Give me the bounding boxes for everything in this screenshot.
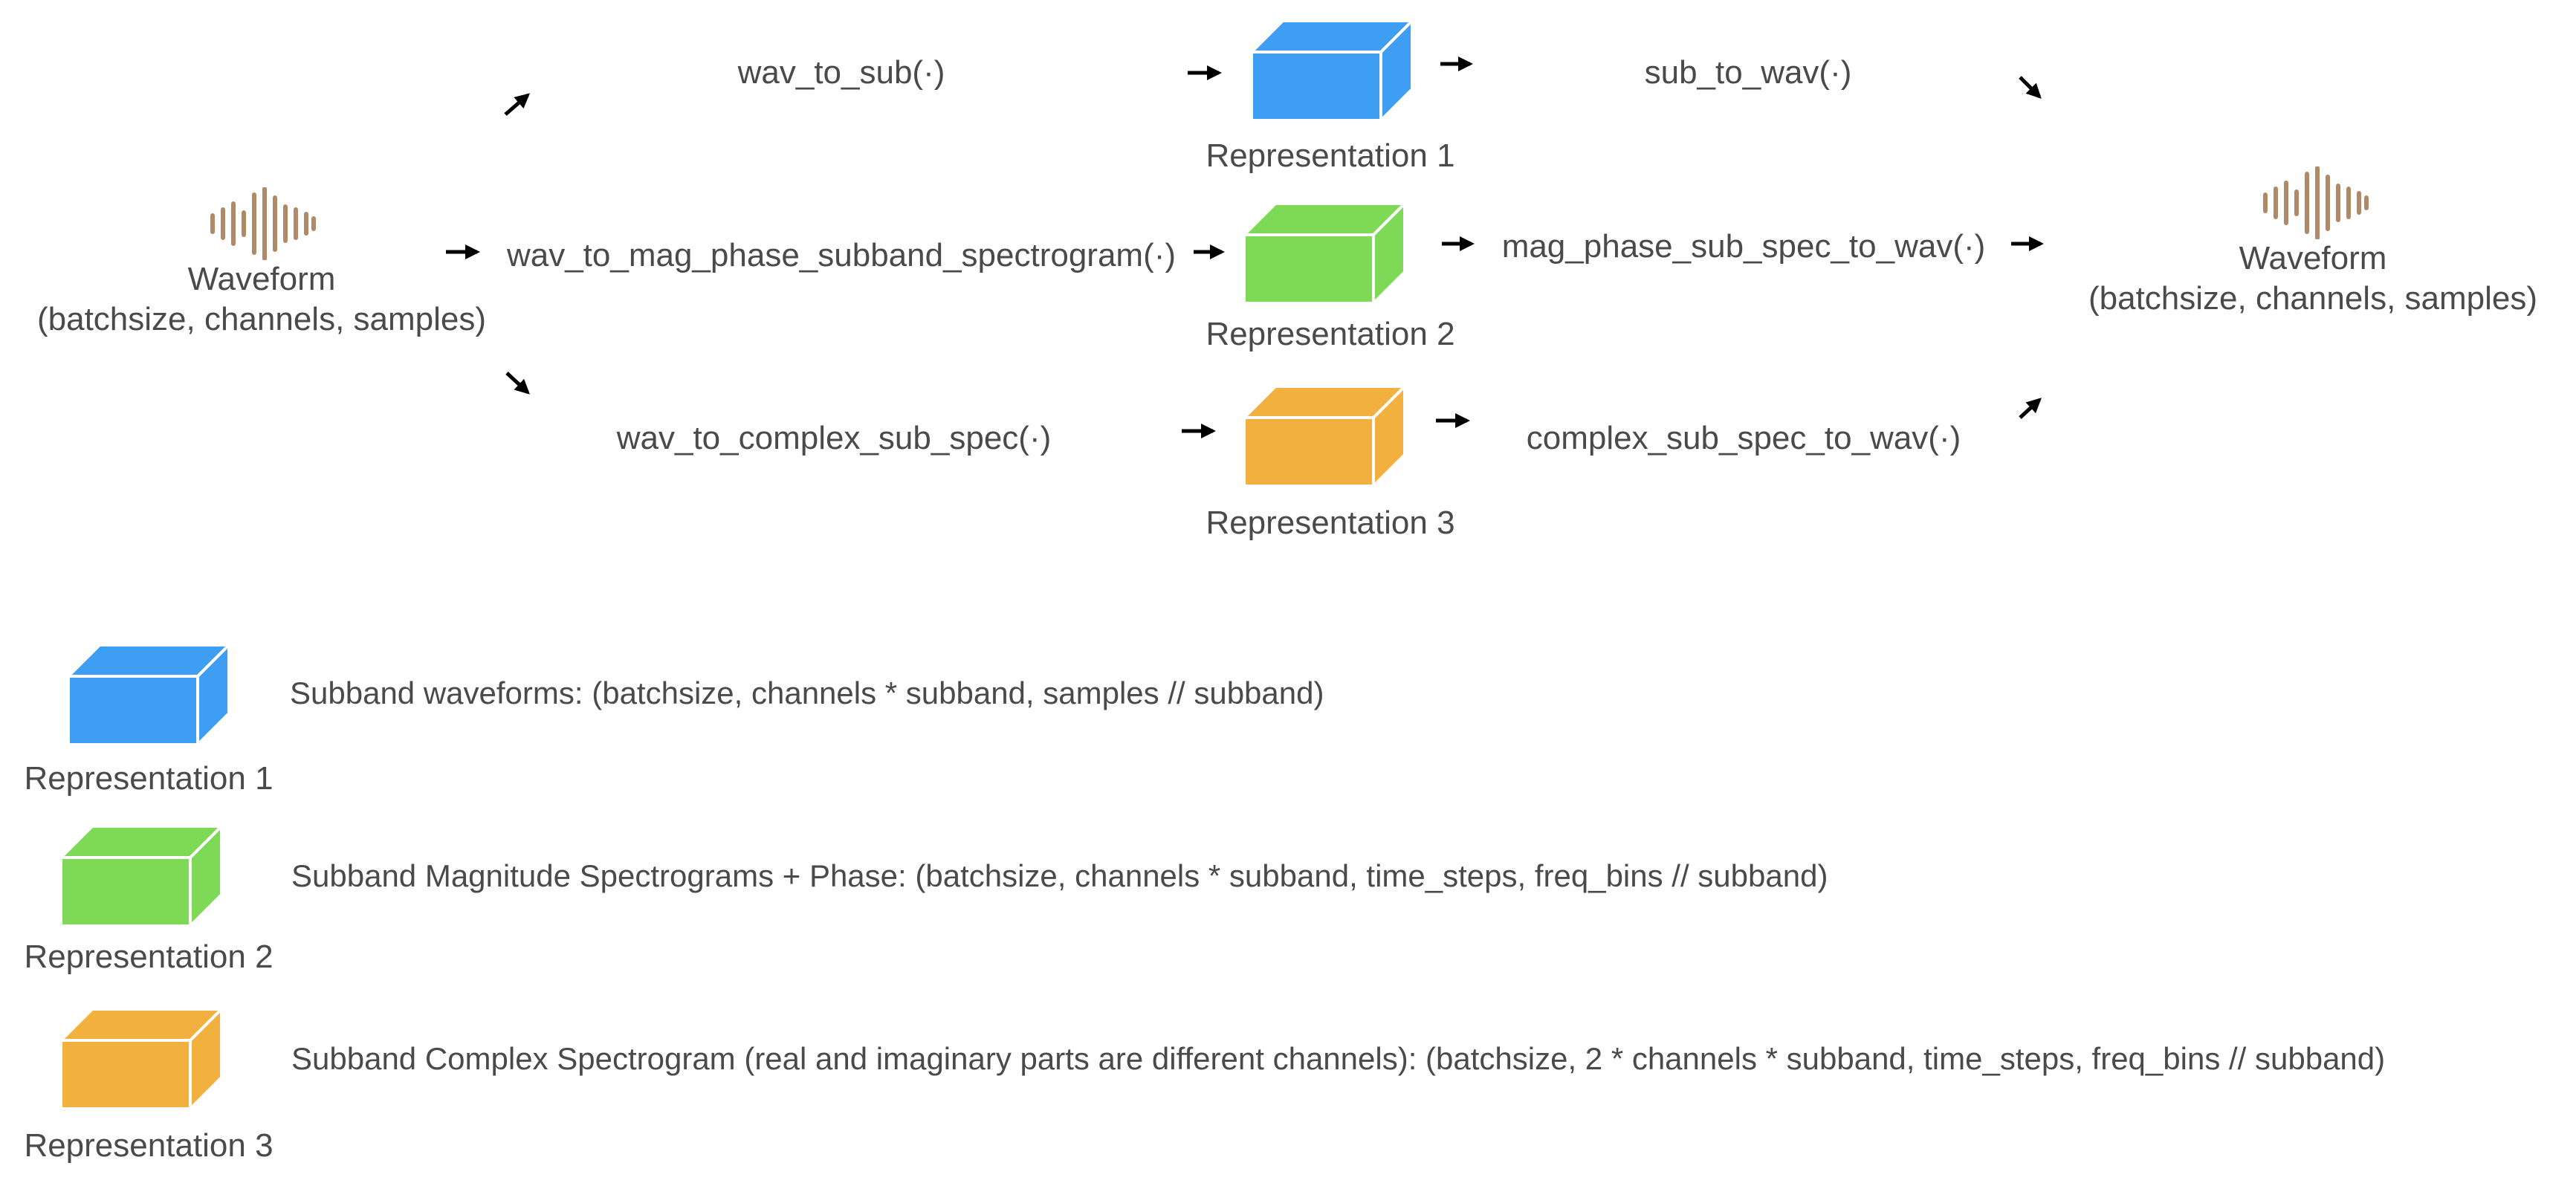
left-waveform-label: Waveform — [187, 261, 336, 297]
fn-mag-phase-to-wav: mag_phase_sub_spec_to_wav(·) — [1501, 228, 1986, 265]
cube-icon — [58, 823, 224, 927]
fn-wav-to-complex: wav_to_complex_sub_spec(·) — [616, 420, 1052, 456]
arrow-icon — [2019, 398, 2042, 419]
cube-icon — [1241, 383, 1408, 487]
legend-representation-2-label: Representation 2 — [24, 939, 274, 975]
flow-representation-1-label: Representation 1 — [1206, 137, 1455, 174]
fn-complex-to-wav: complex_sub_spec_to_wav(·) — [1526, 420, 1961, 456]
cube-icon — [1249, 18, 1415, 122]
legend-representation-3-label: Representation 3 — [24, 1127, 274, 1164]
legend-representation-2-description: Subband Magnitude Spectrograms + Phase: … — [291, 858, 1828, 893]
legend-representation-1-label: Representation 1 — [24, 760, 274, 797]
legend-representation-1-description: Subband waveforms: (batchsize, channels … — [290, 675, 1324, 710]
arrow-icon — [505, 372, 530, 395]
flow-representation-3-label: Representation 3 — [1206, 505, 1455, 541]
fn-wav-to-sub: wav_to_sub(·) — [737, 54, 945, 91]
arrow-icon — [2019, 76, 2042, 99]
fn-sub-to-wav: sub_to_wav(·) — [1644, 54, 1852, 91]
right-waveform-label: Waveform — [2239, 240, 2387, 276]
cube-icon — [1241, 201, 1408, 305]
waveform-icon — [210, 187, 316, 260]
cube-icon — [65, 642, 232, 746]
left-waveform-shape: (batchsize, channels, samples) — [36, 301, 487, 337]
waveform-icon — [2263, 166, 2369, 239]
flow-representation-2-label: Representation 2 — [1206, 316, 1455, 352]
arrow-icon — [504, 93, 531, 116]
right-waveform-shape: (batchsize, channels, samples) — [2088, 280, 2538, 317]
cube-icon — [58, 1006, 224, 1110]
legend-representation-3-description: Subband Complex Spectrogram (real and im… — [291, 1041, 2386, 1076]
fn-wav-to-mag-phase: wav_to_mag_phase_subband_spectrogram(·) — [506, 237, 1177, 273]
